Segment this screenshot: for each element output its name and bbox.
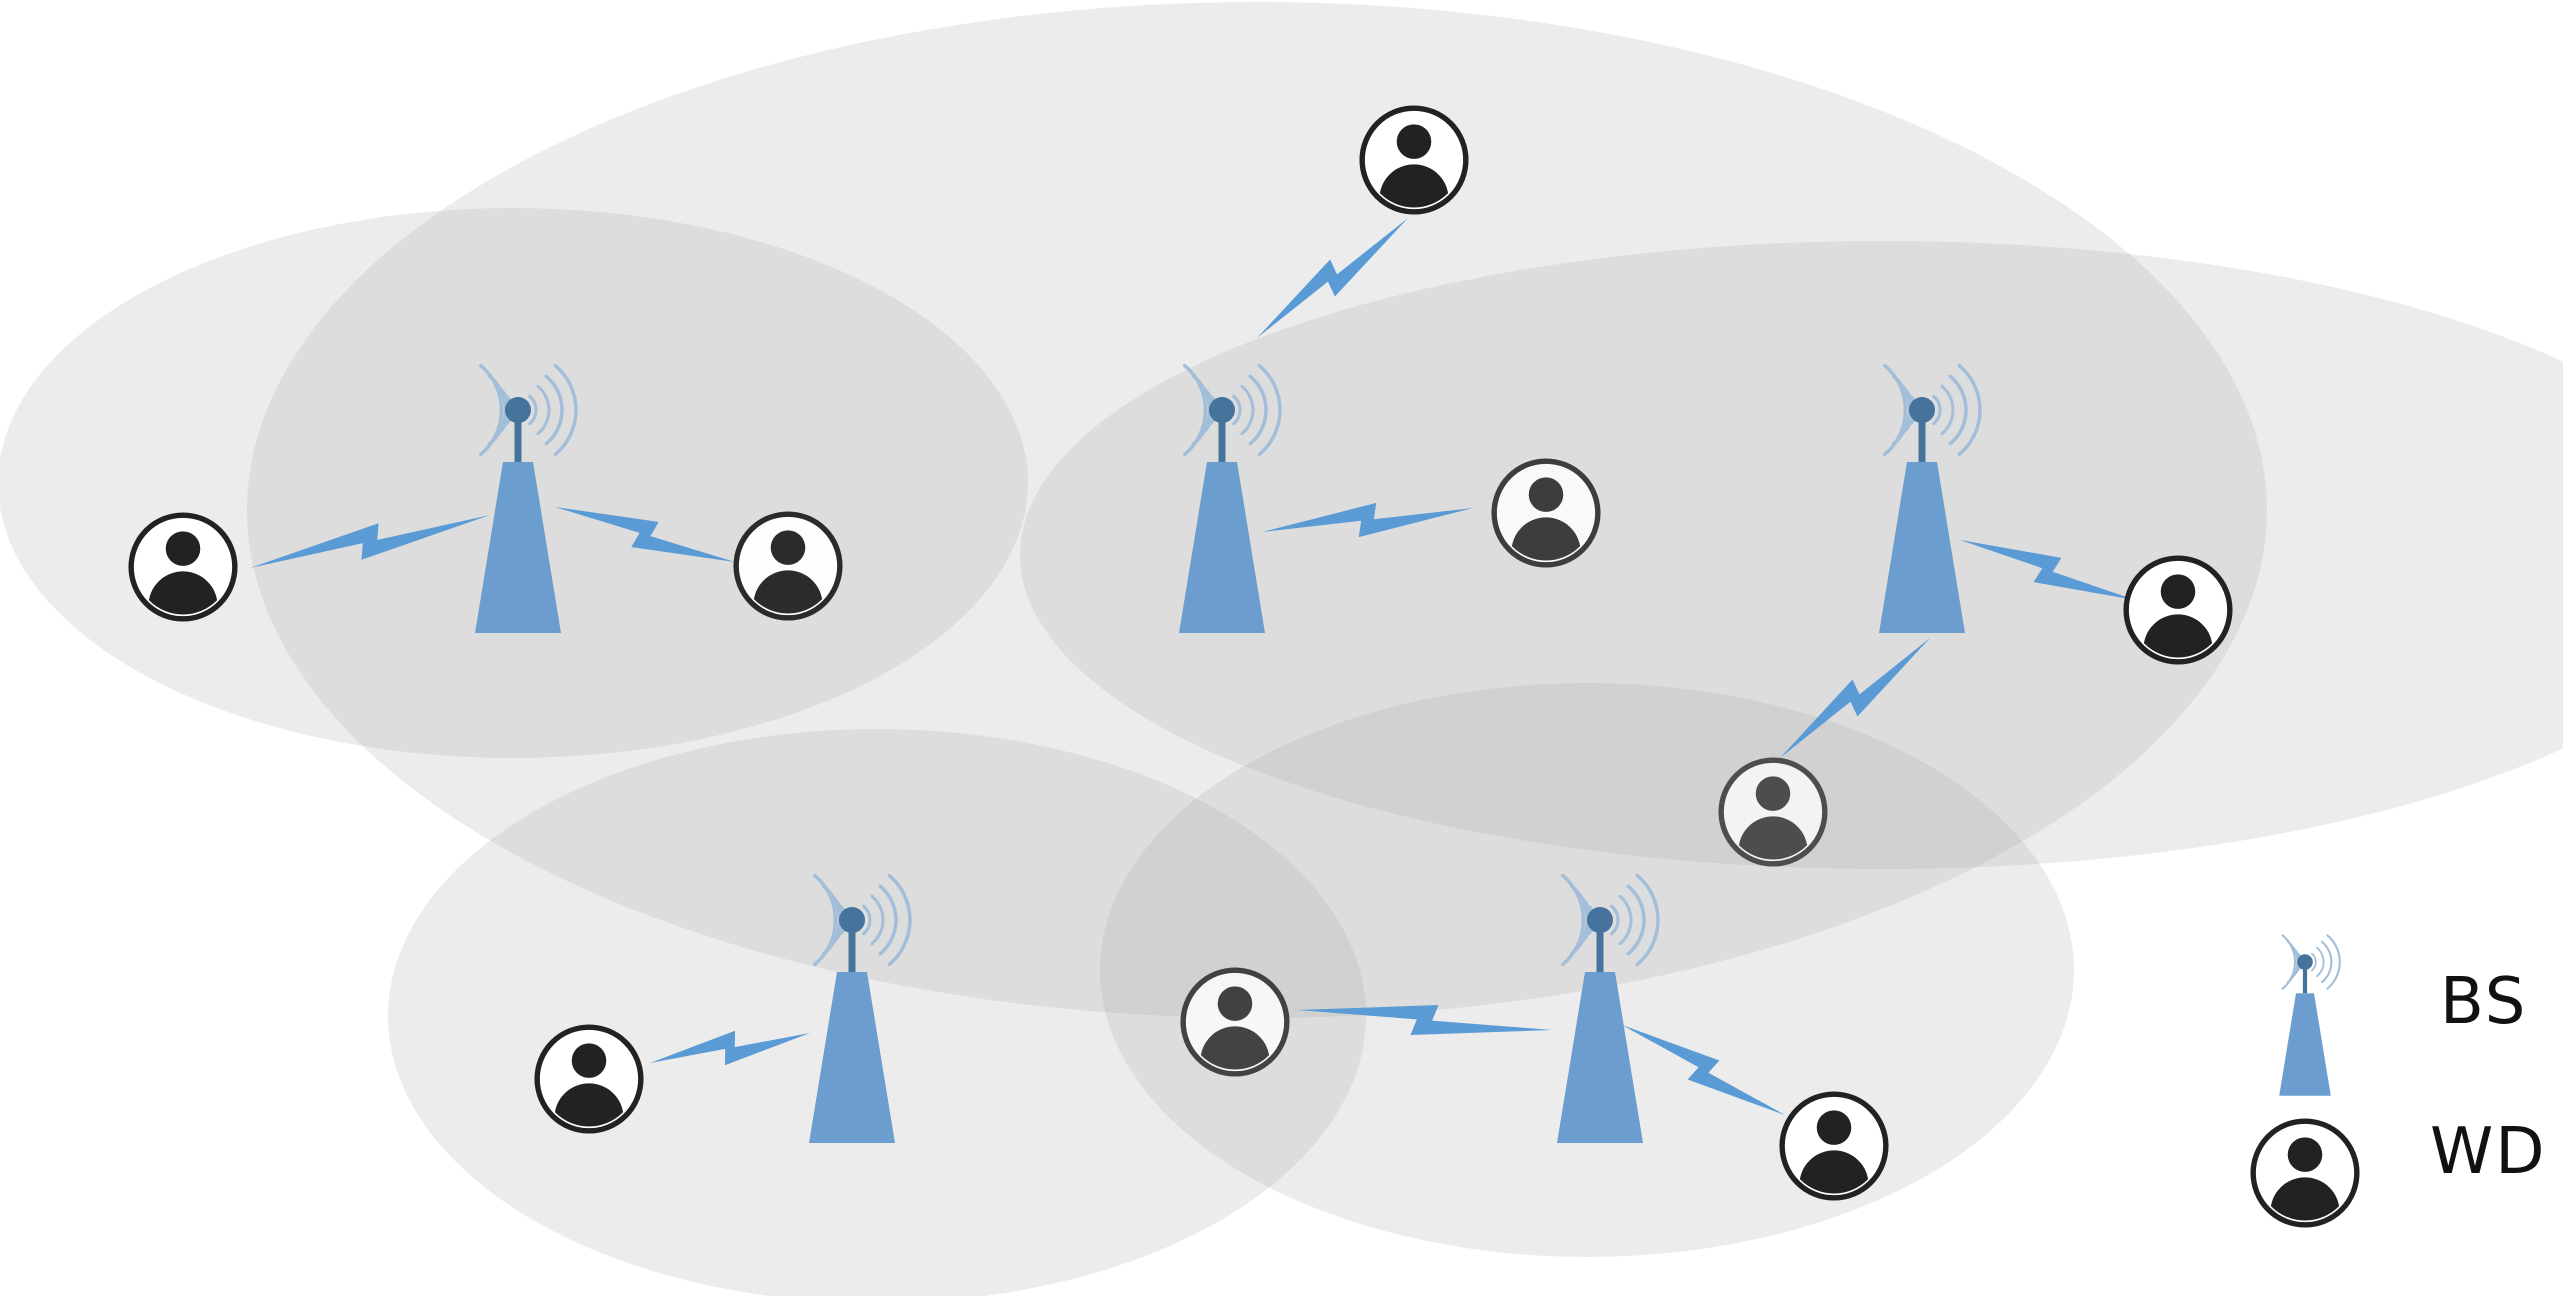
device-body <box>2143 614 2213 658</box>
antenna-head <box>505 397 531 423</box>
tower-body <box>2279 993 2331 1096</box>
signal-wave <box>1182 363 1208 457</box>
signal-wave <box>878 884 898 956</box>
device-body <box>1200 1026 1270 1070</box>
signal-wave <box>553 363 578 457</box>
antenna-mast <box>1218 410 1226 462</box>
user-circle-icon <box>1779 1091 1889 1201</box>
antenna-head <box>2297 954 2313 970</box>
cell-tower-icon <box>1879 363 1982 633</box>
cell-tower-icon <box>475 363 578 633</box>
device-body <box>1738 816 1808 860</box>
signal-wave <box>1932 394 1942 426</box>
device-head <box>770 530 806 565</box>
device-head <box>2287 1137 2323 1172</box>
signal-wave <box>1635 873 1660 967</box>
antenna-mast <box>1596 920 1604 972</box>
lightning-link-icon <box>1780 638 1930 758</box>
device-body <box>753 570 823 614</box>
lightning-link-icon <box>1960 540 2135 600</box>
lightning-link-icon <box>250 515 490 568</box>
antenna-head <box>839 907 865 933</box>
signal-wave <box>1257 363 1282 457</box>
device-body <box>1511 517 1581 561</box>
antenna-mast <box>514 410 522 462</box>
legend-bs-label: BS <box>2440 965 2528 1039</box>
device-head <box>1396 124 1432 159</box>
lightning-link-icon <box>1622 1025 1785 1115</box>
signal-wave <box>1560 873 1586 967</box>
signal-wave <box>1248 374 1268 446</box>
user-circle-icon <box>1718 757 1828 867</box>
user-circle-icon <box>2250 1118 2360 1228</box>
user-circle-icon <box>1359 105 1469 215</box>
user-circle-icon <box>2123 555 2233 665</box>
user-circle-icon <box>1180 967 1290 1077</box>
antenna-mast <box>2302 962 2308 994</box>
user-circle-icon <box>128 512 238 622</box>
cell-tower-icon <box>2279 934 2341 1096</box>
device-head <box>2160 574 2196 609</box>
antenna-head <box>1909 397 1935 423</box>
signal-wave <box>1618 894 1633 946</box>
signal-wave <box>862 904 872 936</box>
signal-wave <box>2326 934 2341 990</box>
signal-wave <box>2311 952 2317 972</box>
signal-wave <box>1957 363 1982 457</box>
device-head <box>1217 986 1253 1021</box>
antenna-head <box>1209 397 1235 423</box>
device-body <box>2270 1177 2340 1221</box>
antenna-mast <box>1918 410 1926 462</box>
tower-body <box>1879 462 1965 633</box>
lightning-link-icon <box>1257 218 1408 338</box>
signal-wave <box>1948 374 1968 446</box>
signal-wave <box>812 873 838 967</box>
signal-wave <box>887 873 912 967</box>
signal-wave <box>536 384 551 436</box>
signal-wave <box>2316 946 2325 978</box>
signal-wave <box>1626 884 1646 956</box>
device-head <box>571 1043 607 1078</box>
antenna-mast <box>848 920 856 972</box>
tower-body <box>809 972 895 1143</box>
signal-wave <box>1882 363 1908 457</box>
tower-body <box>1179 462 1265 633</box>
legend-wd-label: WD <box>2430 1115 2547 1189</box>
coverage-cell <box>1020 241 2563 869</box>
device-head <box>1755 776 1791 811</box>
device-body <box>1799 1150 1869 1194</box>
signal-wave <box>544 374 564 446</box>
tower-body <box>475 462 561 633</box>
signal-wave <box>1610 904 1620 936</box>
signal-wave <box>2320 940 2333 984</box>
tower-body <box>1557 972 1643 1143</box>
user-circle-icon <box>1491 458 1601 568</box>
signal-wave <box>528 394 538 426</box>
signal-wave <box>478 363 504 457</box>
device-body <box>554 1083 624 1127</box>
coverage-cell <box>388 729 1366 1301</box>
device-body <box>148 571 218 615</box>
lightning-link-icon <box>1262 502 1473 538</box>
signal-wave <box>1940 384 1955 436</box>
cell-tower-icon <box>1557 873 1660 1143</box>
cell-tower-icon <box>1179 363 1282 633</box>
device-head <box>165 531 201 566</box>
device-head <box>1816 1110 1852 1145</box>
signal-wave <box>870 894 885 946</box>
device-head <box>1528 477 1564 512</box>
user-circle-icon <box>534 1024 644 1134</box>
signal-wave <box>1232 394 1242 426</box>
lightning-link-icon <box>1297 1005 1552 1035</box>
user-circle-icon <box>733 511 843 621</box>
signal-wave <box>2281 934 2297 990</box>
signal-wave <box>1240 384 1255 436</box>
device-body <box>1379 164 1449 208</box>
antenna-head <box>1587 907 1613 933</box>
cell-tower-icon <box>809 873 912 1143</box>
lightning-link-icon <box>555 507 735 562</box>
lightning-link-icon <box>650 1030 810 1066</box>
